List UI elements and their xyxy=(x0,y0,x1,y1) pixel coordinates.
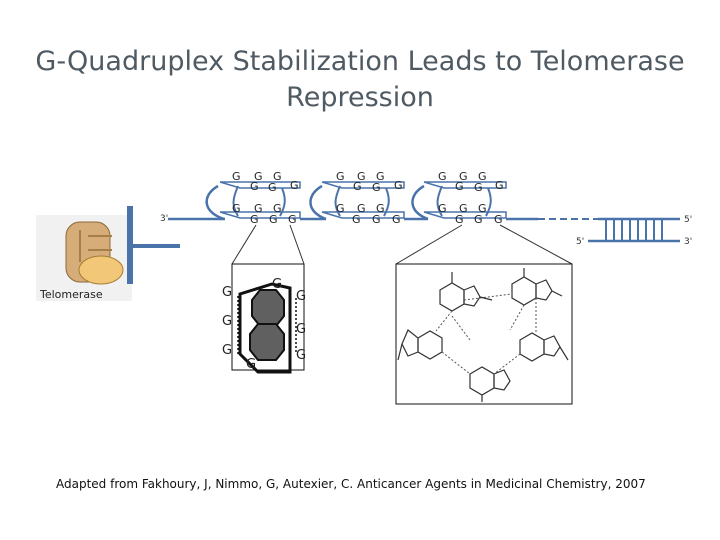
quadruplex-top-plate xyxy=(321,181,405,189)
quartet-g-letter: G xyxy=(296,289,306,304)
g-letter: G xyxy=(357,202,366,215)
quadruplex-top-plate xyxy=(219,181,301,189)
g-letter: G xyxy=(372,213,381,226)
strand-end-3-left: 3' xyxy=(160,214,168,224)
slide-title-line-2: Repression xyxy=(286,82,434,113)
g-letter: G xyxy=(268,181,277,194)
g-letter: G xyxy=(438,202,447,215)
g-letter: G xyxy=(357,170,366,183)
quadruplex-loop-left xyxy=(309,184,327,221)
quartet-g-letter: G xyxy=(222,314,232,329)
structure-hbonds xyxy=(435,293,537,375)
g-letter: G xyxy=(273,170,282,183)
quadruplex-unit-2: G G G G G G G G G G G G xyxy=(309,170,405,226)
g-letter: G xyxy=(478,202,487,215)
octagon-upper xyxy=(251,289,285,327)
quadruplex-loop-inner xyxy=(334,185,341,217)
quadruplex-loop-inner xyxy=(436,185,443,217)
quartet-g-letter: G xyxy=(296,348,306,363)
g-letter: G xyxy=(352,213,361,226)
quartet-g-letter: G xyxy=(222,343,232,358)
quartet-backbone xyxy=(238,282,292,374)
g-letter: G xyxy=(392,213,401,226)
slide-title: G-Quadruplex Stabilization Leads to Telo… xyxy=(20,44,700,116)
g-letter: G xyxy=(254,170,263,183)
g-letter: G xyxy=(376,170,385,183)
source-caption: Adapted from Fakhoury, J, Nimmo, G, Aute… xyxy=(56,477,646,491)
strand-end-5-right: 5' xyxy=(684,215,692,225)
g-letter: G xyxy=(250,180,259,193)
quadruplex-loop-left xyxy=(205,184,225,221)
g-tetrad-chemical-structure xyxy=(395,263,573,405)
g-letter: G xyxy=(455,180,464,193)
g-letter: G xyxy=(290,179,299,192)
g-letter: G xyxy=(336,202,345,215)
g-letter: G xyxy=(478,170,487,183)
telomerase-label: Telomerase xyxy=(39,288,103,301)
octagon-lower xyxy=(249,323,285,361)
g-letter: G xyxy=(376,202,385,215)
telomerase-enzyme: Telomerase xyxy=(36,206,180,301)
g-letter: G xyxy=(269,213,278,226)
g-letter: G xyxy=(455,213,464,226)
quadruplex-loop-right xyxy=(485,187,492,217)
g-letter: G xyxy=(232,202,241,215)
structure-bonds xyxy=(397,268,569,402)
zoom-line-left xyxy=(231,224,257,265)
g-letter: G xyxy=(336,170,345,183)
duplex-end-5: 5' xyxy=(576,237,584,247)
g-letter: G xyxy=(273,202,282,215)
duplex-base-pairs xyxy=(605,219,663,241)
g-letter: G xyxy=(250,213,259,226)
g-quartet-schematic: G G G G G G G G xyxy=(222,263,306,374)
zoom-line-center xyxy=(395,224,463,265)
enzyme-rna-template xyxy=(79,230,112,262)
g-letter: G xyxy=(438,170,447,183)
quartet-g-letter: G xyxy=(222,285,232,300)
quadruplex-top-plate xyxy=(423,181,507,189)
zoom-line-middle xyxy=(289,224,305,265)
g-letter: G xyxy=(372,181,381,194)
structure-panel xyxy=(395,263,573,405)
quadruplex-loop-inner xyxy=(232,185,239,217)
zoom-line-right xyxy=(499,224,573,265)
g-letter: G xyxy=(474,213,483,226)
quadruplex-loop-left xyxy=(411,184,429,221)
enzyme-bar xyxy=(127,206,133,284)
quadruplex-unit-3: G G G G G G G G G G G G xyxy=(411,170,507,226)
quartet-g-letter: G xyxy=(246,357,256,372)
g-letter: G xyxy=(394,179,403,192)
quadruplex-loop-right xyxy=(383,187,390,217)
quadruplex-unit-1: G G G G G G G G G G G G xyxy=(205,170,301,226)
g-letter: G xyxy=(353,180,362,193)
g-letter: G xyxy=(288,213,297,226)
g-letter: G xyxy=(254,202,263,215)
g-letter: G xyxy=(459,202,468,215)
g-letter: G xyxy=(459,170,468,183)
g-letter: G xyxy=(474,181,483,194)
quadruplex-loop-right xyxy=(279,187,286,217)
g-letter: G xyxy=(495,179,504,192)
g-letter: G xyxy=(494,213,503,226)
g-letter: G xyxy=(232,170,241,183)
quartet-g-letter: G xyxy=(296,322,306,337)
enzyme-subunit xyxy=(78,255,124,285)
slide-title-line-1: G-Quadruplex Stabilization Leads to Telo… xyxy=(35,46,685,77)
quartet-g-letter: G xyxy=(272,277,282,292)
strand-end-3-right: 3' xyxy=(684,237,692,247)
